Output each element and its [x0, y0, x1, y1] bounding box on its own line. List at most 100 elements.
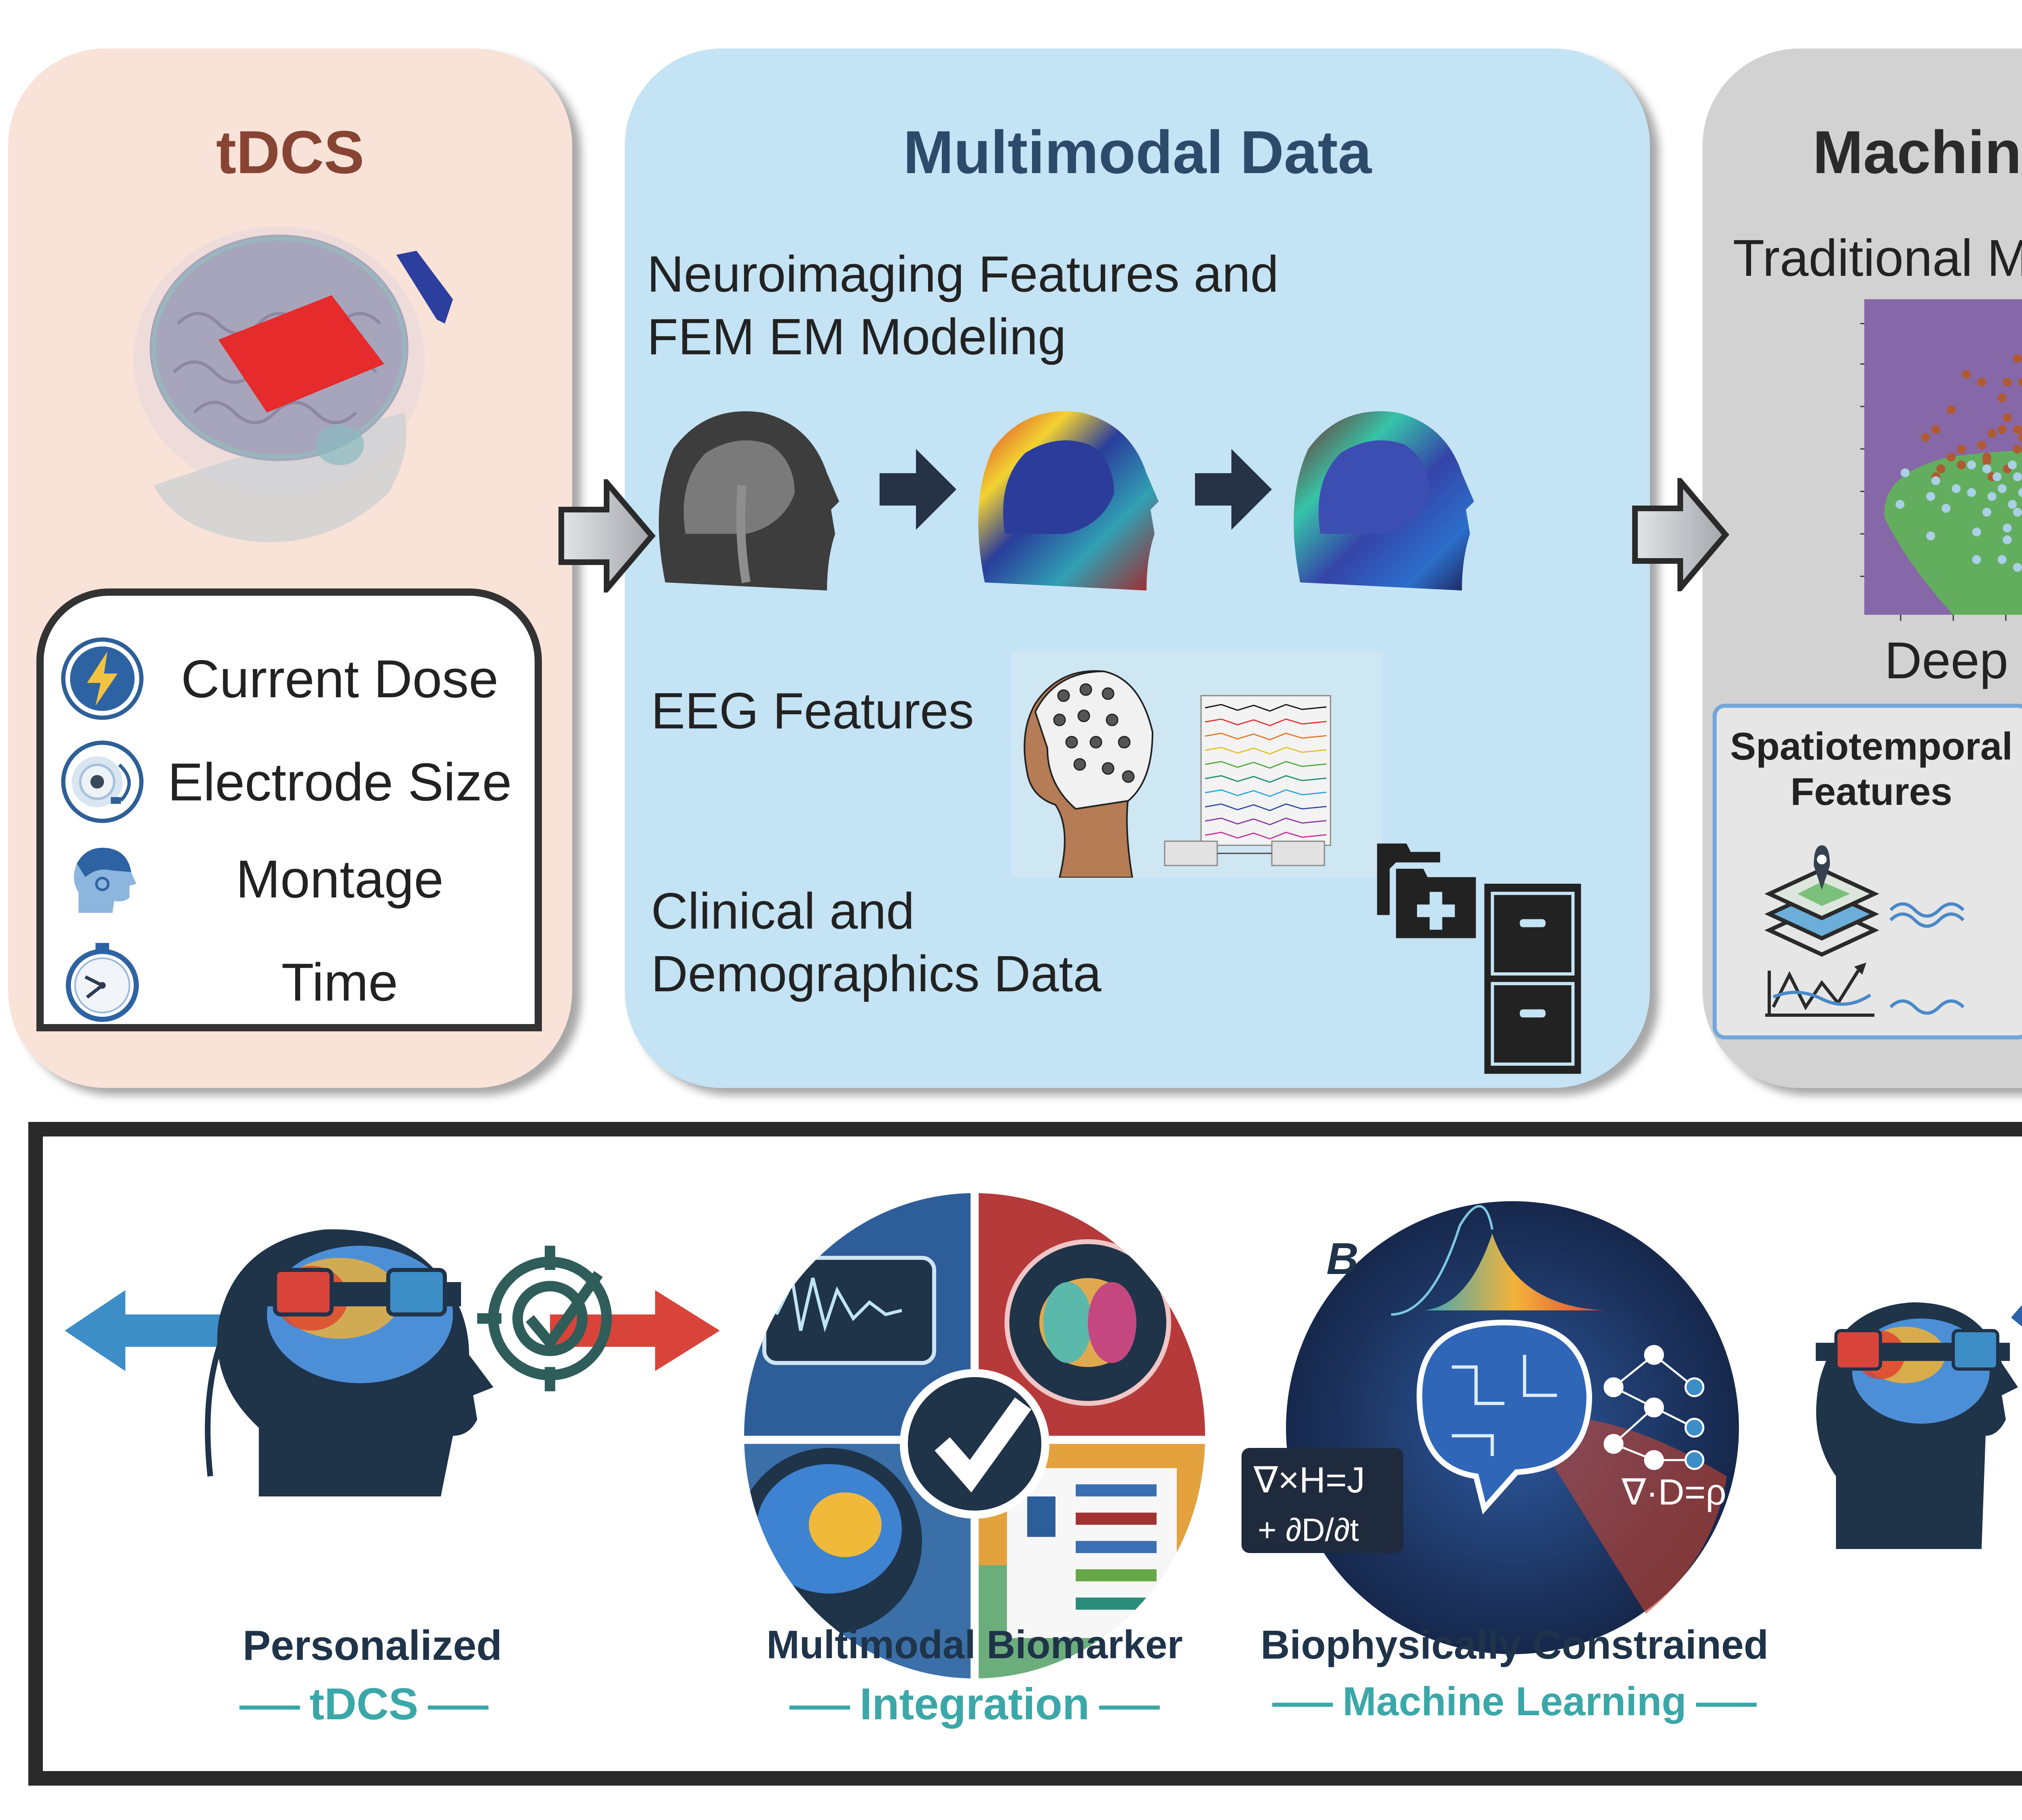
legend-label-montage: Montage [236, 849, 444, 909]
future-card-3-subtitle-text: Machine Learning [1342, 1679, 1687, 1724]
decision-region-lower [1884, 450, 2022, 615]
x-axis-ticks [1900, 615, 2007, 621]
decision-boundary-chart [1860, 299, 2022, 621]
legend-item-montage: Montage [44, 832, 535, 925]
future-card-2-subtitle: Integration [736, 1678, 1213, 1730]
scatter-point-class-a [2013, 354, 2022, 363]
scatter-point-class-a [1962, 370, 1971, 379]
equation-curl: ∇×H=J [1253, 1460, 1365, 1500]
scatter-point-class-b [2008, 500, 2017, 509]
electrode-icon [61, 741, 144, 823]
scatter-point-class-a [1997, 393, 2007, 402]
scatter-point-class-a [1921, 433, 1930, 442]
future-card-4-title: Adaptive & Closed-Loop [1973, 1622, 2022, 1670]
scatter-point-class-b [1997, 484, 2007, 493]
electric-field-slice [1294, 411, 1474, 590]
scatter-point-class-a [2013, 425, 2022, 434]
pipeline-arrow-2 [1195, 449, 1272, 530]
fem-segmentation-slice [978, 411, 1159, 590]
machine-learning-panel: Machine Learning Traditional Machine Lea… [1703, 49, 2022, 1088]
head-profile-icon [74, 848, 136, 913]
scatter-point-class-b [1952, 484, 1961, 493]
scatter-point-class-a [2003, 413, 2012, 422]
scatter-point-class-b [1967, 460, 1976, 470]
scatter-point-class-b [1901, 468, 1910, 477]
scatter-point-class-a [1982, 456, 1991, 466]
scatter-point-class-a [1931, 425, 1940, 434]
scatter-points [1895, 354, 2022, 572]
scatter-point-class-b [2003, 523, 2012, 533]
neuroimaging-label-line2: FEM EM Modeling [647, 308, 1066, 365]
head-model-illustration [133, 226, 453, 542]
file-cabinet-icon [1484, 884, 1581, 1074]
stopwatch-icon [66, 943, 139, 1022]
tdcs-panel: tDCS Current Dose [8, 49, 572, 1088]
scatter-point-class-a [2018, 433, 2022, 442]
multimodal-data-panel: Multimodal Data Neuroimaging Features an… [625, 49, 1650, 1088]
scatter-point-class-a [1997, 425, 2007, 434]
legend-item-time: Time [44, 935, 535, 1029]
legend-label-current-dose: Current Dose [181, 649, 499, 709]
personalized-tdcs-illustration [65, 1229, 720, 1496]
dose-parameters-legend: Current Dose Electrode Size Montage [36, 588, 542, 1031]
deep-learning-label: Deep Learning [1885, 632, 2022, 690]
neuroimaging-label-line1: Neuroimaging Features and [647, 245, 1279, 303]
scatter-point-class-b [2003, 535, 2012, 544]
pipeline-arrow-1 [880, 449, 956, 530]
scatter-point-class-a [1956, 460, 1966, 470]
scatter-point-class-a [2003, 377, 2012, 387]
equation-time-term: + ∂D/∂t [1258, 1512, 1359, 1548]
future-card-1-subtitle-text: tDCS [309, 1679, 419, 1729]
scatter-point-class-b [1967, 488, 1976, 497]
cathode-electrode [396, 251, 453, 324]
eeg-recording-illustration [1011, 651, 1383, 878]
medical-folder-icon [1377, 843, 1476, 938]
layers-map-icon [1764, 845, 1965, 1017]
flow-arrow-multimodal-to-ml [1632, 478, 1730, 591]
eeg-features-label: EEG Features [651, 682, 974, 739]
y-axis-ticks [1860, 323, 1864, 577]
check-badge [900, 1369, 1049, 1519]
scatter-point-class-b [2013, 563, 2022, 572]
scatter-point-class-b [2008, 460, 2017, 470]
legend-item-current-dose: Current Dose [44, 632, 535, 725]
scatter-point-class-a [2018, 377, 2022, 387]
scatter-point-class-a [1977, 440, 1986, 450]
scatter-point-class-a [2013, 444, 2022, 454]
tdcs-title: tDCS [216, 118, 364, 186]
future-card-2-subtitle-text: Integration [859, 1679, 1090, 1729]
legend-label-time: Time [281, 952, 398, 1012]
scatter-point-class-b [2013, 472, 2022, 481]
ml-title: Machine Learning [1813, 118, 2022, 186]
scatter-point-class-b [1997, 555, 2007, 564]
closed-loop-illustration [1816, 1302, 2022, 1549]
spatiotemporal-features-box: Spatiotemporal Features [1713, 704, 2022, 1039]
clinical-label-line1: Clinical and [651, 882, 915, 940]
legend-item-electrode-size: Electrode Size [44, 735, 535, 828]
scatter-point-class-b [1895, 500, 1905, 509]
scatter-point-class-a [1956, 444, 1966, 454]
right-arrow [550, 1290, 720, 1371]
anode-electrode [218, 295, 384, 413]
scatter-point-class-b [1972, 527, 1981, 537]
flow-arrow-tdcs-to-multimodal [558, 479, 656, 593]
scatter-point-class-b [2018, 488, 2022, 497]
future-card-3-title: Biophysically Constrained [1261, 1622, 1768, 1668]
scatter-point-class-b [2013, 508, 2022, 517]
clinical-label-line2: Demographics Data [651, 945, 1102, 1002]
scatter-point-class-a [1987, 429, 1997, 438]
scatter-point-class-b [1992, 472, 2002, 481]
future-card-4-subtitle: tDCS Frameworks [1973, 1678, 2022, 1725]
scatter-point-class-a [1946, 453, 1956, 461]
equation-b-field: B [1326, 1234, 1358, 1284]
scatter-point-class-a [1946, 405, 1956, 414]
t1-mri-slice [659, 411, 839, 590]
neural-net-graphic [1603, 1345, 1705, 1470]
scatter-point-class-b [1931, 476, 1940, 485]
future-card-1-title: Personalized [243, 1622, 502, 1669]
biophysical-ml-illustration: B ∇×H=J + ∂D/∂t ∇·D=ρ [1242, 1201, 1739, 1654]
future-card-3-subtitle: Machine Learning [1246, 1678, 1783, 1725]
future-card-1-subtitle: tDCS [202, 1678, 526, 1730]
left-arrow [65, 1290, 235, 1371]
scatter-point-class-a [1977, 377, 1986, 387]
